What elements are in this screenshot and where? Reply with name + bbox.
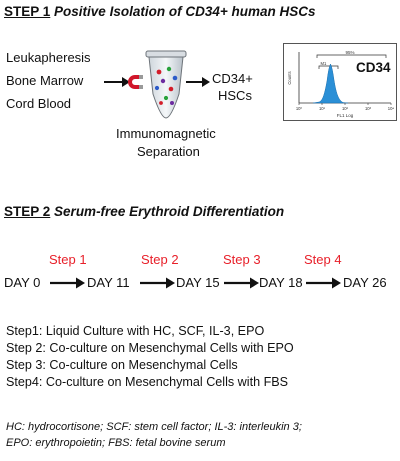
step-description-1: Step1: Liquid Culture with HC, SCF, IL-3… <box>6 324 265 338</box>
timeline-day-15: DAY 15 <box>176 275 220 290</box>
step-description-4: Step4: Co-culture on Mesenchymal Cells w… <box>6 375 289 389</box>
magnet-icon <box>128 75 143 89</box>
timeline-step-2: Step 2 <box>141 252 179 267</box>
timeline-arrow-2-icon <box>140 277 175 289</box>
timeline-day-26: DAY 26 <box>343 275 387 290</box>
histogram-x-tick-label: 10³ <box>365 106 372 111</box>
timeline-day-0: DAY 0 <box>4 275 41 290</box>
step1-heading: STEP 1 Positive Isolation of CD34+ human… <box>4 4 315 19</box>
histogram-y-label: Counts <box>287 71 292 84</box>
marker-label: CD34 <box>356 60 391 75</box>
gate-inner-label: M1 <box>321 61 327 66</box>
process-label-line-2: Separation <box>137 144 200 159</box>
histogram-x-tick-label: 10⁰ <box>296 106 303 111</box>
histogram-x-tick-label: 10⁴ <box>388 106 395 111</box>
timeline-day-11: DAY 11 <box>87 275 130 290</box>
step-description-3: Step 3: Co-culture on Mesenchymal Cells <box>6 358 238 372</box>
process-label-line-1: Immunomagnetic <box>116 126 216 141</box>
source-cord-blood: Cord Blood <box>6 96 72 111</box>
gate-percent: 95% <box>345 50 354 55</box>
footnote-line-2: EPO: erythropoietin; FBS: fetal bovine s… <box>6 437 226 449</box>
timeline-arrow-3-icon <box>224 277 259 289</box>
histogram-x-tick-label: 10¹ <box>319 106 326 111</box>
timeline-step-3: Step 3 <box>223 252 261 267</box>
output-line-2: HSCs <box>218 88 252 103</box>
step2-label: STEP 2 <box>4 204 51 219</box>
timeline-arrow-4-icon <box>306 277 341 289</box>
timeline-step-4: Step 4 <box>304 252 342 267</box>
histogram-x-ticks: 10⁰ 10¹ 10² 10³ 10⁴ <box>296 103 395 111</box>
output-line-1: CD34+ <box>212 71 253 86</box>
histogram-frame <box>283 43 397 121</box>
source-leukapheresis: Leukapheresis <box>6 50 91 65</box>
arrow-to-output-icon <box>186 77 210 87</box>
histogram-x-label: FL1 Log <box>337 113 354 118</box>
arrow-to-magnet-icon <box>104 77 130 87</box>
histogram-peak <box>312 63 349 104</box>
footnote-line-1: HC: hydrocortisone; SCF: stem cell facto… <box>6 421 302 433</box>
step2-title: Serum-free Erythroid Differentiation <box>54 204 285 219</box>
timeline-step-1: Step 1 <box>49 252 87 267</box>
gate-inner-bracket <box>318 65 339 69</box>
histogram-x-tick-label: 10² <box>342 106 349 111</box>
step1-title: Positive Isolation of CD34+ human HSCs <box>54 4 316 19</box>
timeline-day-18: DAY 18 <box>259 275 303 290</box>
step-description-2: Step 2: Co-culture on Mesenchymal Cells … <box>6 341 294 355</box>
step1-label: STEP 1 <box>4 4 51 19</box>
tube-icon <box>145 50 187 119</box>
step2-heading: STEP 2 Serum-free Erythroid Differentiat… <box>4 204 284 219</box>
timeline-arrow-1-icon <box>50 277 85 289</box>
source-bone-marrow: Bone Marrow <box>6 73 84 88</box>
gate-outer-bracket <box>316 54 387 58</box>
